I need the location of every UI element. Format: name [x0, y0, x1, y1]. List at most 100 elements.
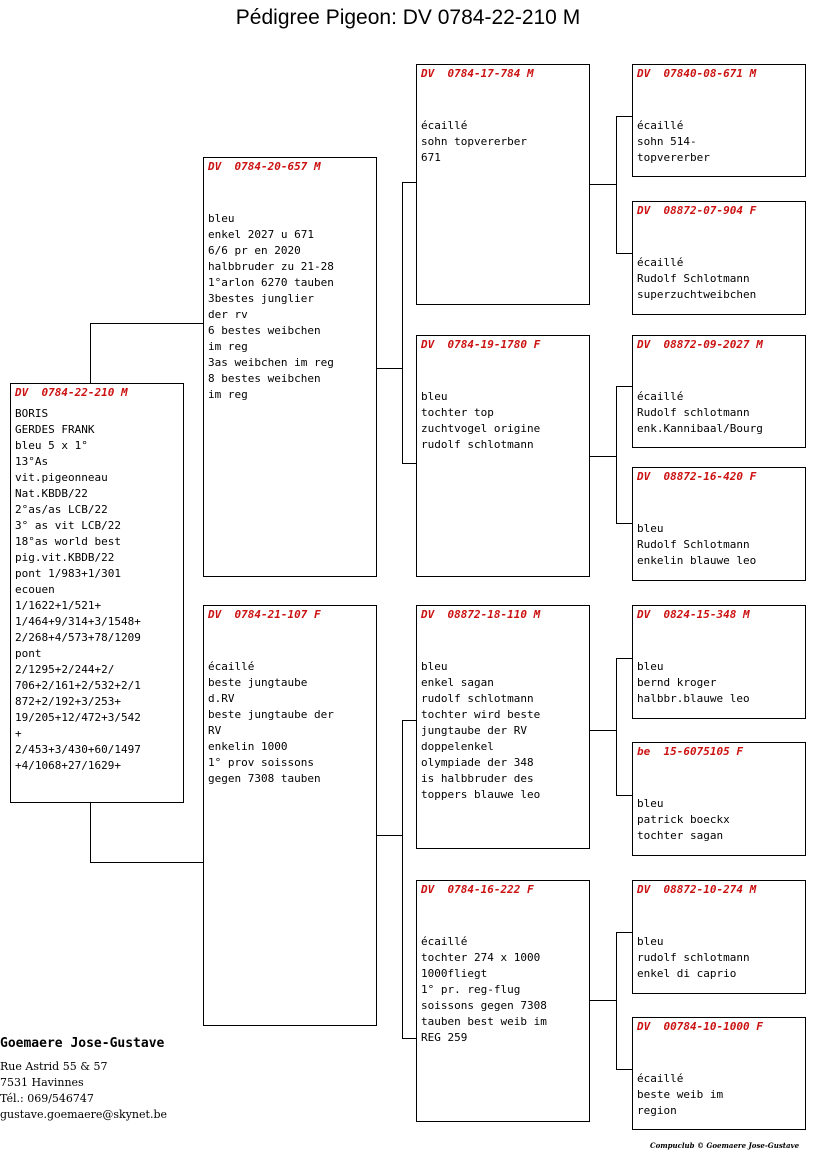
connector-line [90, 862, 203, 863]
detail-line: bernd kroger [637, 676, 717, 689]
detail-line: soissons gegen 7308 [421, 999, 547, 1012]
detail-line: écaillé [637, 256, 684, 269]
connector-line [589, 456, 617, 457]
detail-line: Rudolf schlotmann [637, 406, 750, 419]
detail-line: sohn topvererber [421, 135, 527, 148]
detail-line: im reg [208, 388, 248, 401]
detail-line: enk.Kannibaal/Bourg [637, 422, 763, 435]
detail-line: 2/453+3/430+60/1497 [15, 743, 141, 756]
detail-line: BORIS [15, 407, 49, 420]
detail-line: 872+2/192+3/253+ [15, 695, 121, 708]
detail-line: 6/6 pr en 2020 [208, 244, 301, 257]
detail-line: halbbruder zu 21-28 [208, 260, 334, 273]
detail-line: region [637, 1104, 677, 1117]
detail-line: doppelenkel [421, 740, 494, 753]
detail-line: zuchtvogel origine [421, 422, 541, 435]
detail-line: Rudolf Schlotmann [637, 272, 750, 285]
great-grandparent-ring-number: DV 0824-15-348 M [637, 608, 750, 621]
detail-line: bleu [637, 660, 664, 673]
connector-line [589, 730, 617, 731]
detail-line: +4/1068+27/1629+ [15, 759, 121, 772]
connector-line [616, 116, 632, 117]
detail-line: halbbr.blauwe leo [637, 692, 750, 705]
detail-line: der rv [208, 308, 248, 321]
grandsire-paternal-details: écaillé sohn topvererber 671 [421, 118, 527, 166]
connector-line [616, 386, 632, 387]
connector-line [376, 368, 402, 369]
detail-line: pont [15, 647, 42, 660]
great-grandparent-ring-number: DV 08872-09-2027 M [637, 338, 763, 351]
detail-line: pig.vit.KBDB/22 [15, 551, 115, 564]
connector-line [402, 1038, 416, 1039]
connector-line [90, 802, 91, 863]
detail-line: bleu 5 x 1° [15, 439, 88, 452]
detail-line: 1°arlon 6270 tauben [208, 276, 334, 289]
connector-line [402, 720, 403, 1039]
connector-line [402, 720, 416, 721]
detail-line: topvererber [637, 151, 710, 164]
connector-line [616, 932, 632, 933]
detail-line: 1° pr. reg-flug [421, 983, 521, 996]
detail-line: Rudolf Schlotmann [637, 538, 750, 551]
detail-line: is halbbruder des [421, 772, 534, 785]
great-grandparent-ring-number: DV 00784-10-1000 F [637, 1020, 763, 1033]
connector-line [90, 323, 91, 383]
detail-line: 18°as world best [15, 535, 121, 548]
connector-line [402, 463, 416, 464]
detail-line: 6 bestes weibchen [208, 324, 321, 337]
connector-line [616, 1069, 632, 1070]
detail-line: toppers blauwe leo [421, 788, 541, 801]
detail-line: 1° prov soissons [208, 756, 314, 769]
detail-line: écaillé [637, 1072, 684, 1085]
detail-line: 1/464+9/314+3/1548+ [15, 615, 141, 628]
detail-line: tochter sagan [637, 829, 724, 842]
grandsire-maternal-ring-number: DV 08872-18-110 M [421, 608, 541, 621]
detail-line: tauben best weib im [421, 1015, 547, 1028]
detail-line: 19/205+12/472+3/542 [15, 711, 141, 724]
detail-line: beste weib im [637, 1088, 724, 1101]
connector-line [616, 658, 617, 796]
detail-line: + [15, 727, 22, 740]
great-grandparent-ring-number: DV 07840-08-671 M [637, 67, 757, 80]
detail-line: bleu [637, 797, 664, 810]
connector-line [402, 182, 416, 183]
great-grandparent-ring-number: DV 08872-07-904 F [637, 204, 757, 217]
detail-line: 3° as vit LCB/22 [15, 519, 121, 532]
detail-line: ecouen [15, 583, 55, 596]
detail-line: 13°As [15, 455, 49, 468]
great-grandparent-ring-number: DV 08872-16-420 F [637, 470, 757, 483]
detail-line: RV [208, 724, 222, 737]
detail-line: 2/1295+2/244+2/ [15, 663, 115, 676]
detail-line: beste jungtaube [208, 676, 308, 689]
detail-line: superzuchtweibchen [637, 288, 757, 301]
connector-line [616, 658, 632, 659]
detail-line: beste jungtaube der [208, 708, 334, 721]
detail-line: tochter 274 x 1000 [421, 951, 541, 964]
connector-line [616, 795, 632, 796]
connector-line [589, 184, 617, 185]
detail-line: 8 bestes weibchen [208, 372, 321, 385]
detail-line: écaillé [421, 119, 468, 132]
subject-ring-number: DV 0784-22-210 M [15, 386, 128, 399]
granddam-paternal-ring-number: DV 0784-19-1780 F [421, 338, 541, 351]
detail-line: olympiade der 348 [421, 756, 534, 769]
connector-line [616, 253, 632, 254]
owner-city: 7531 Havinnes [0, 1076, 84, 1089]
footer-credit: Compuclub © Goemaere Jose-Gustave [650, 1141, 800, 1150]
connector-line [402, 182, 403, 464]
great-grandparent-details: écaillé beste weib im region [637, 1071, 723, 1119]
detail-line: 671 [421, 151, 441, 164]
